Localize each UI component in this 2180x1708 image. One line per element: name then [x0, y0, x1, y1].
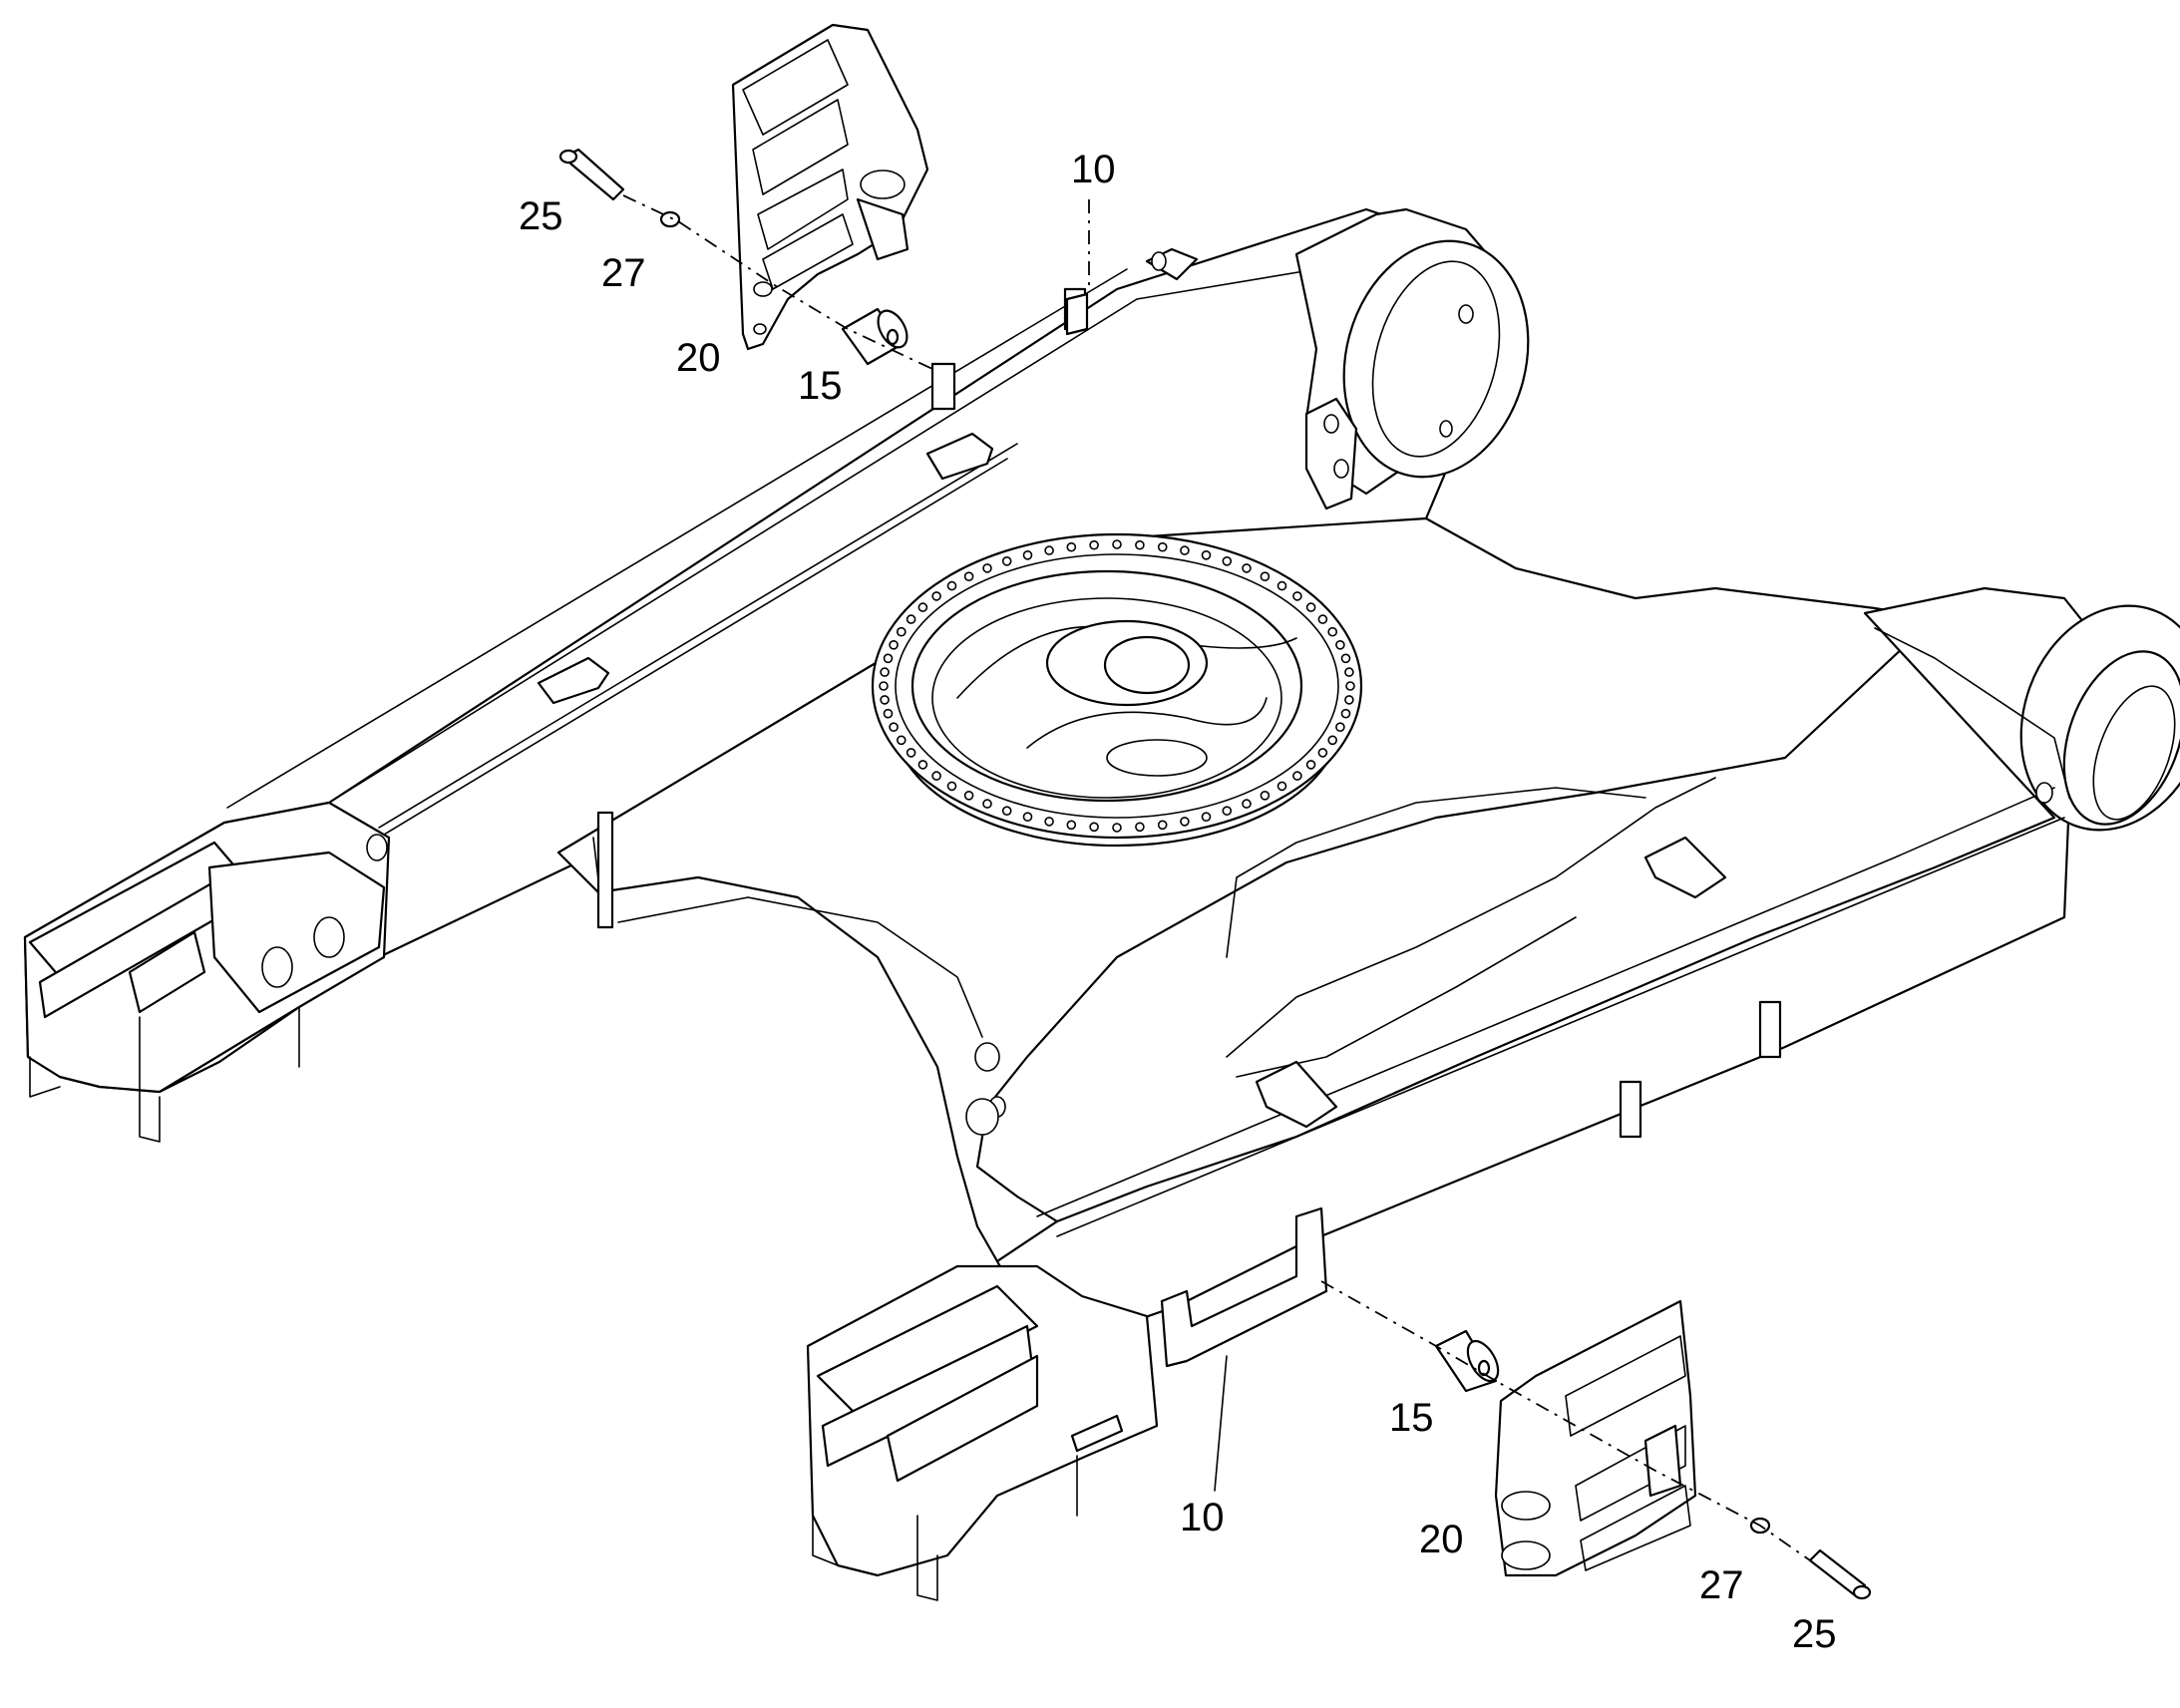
callout-10-top: 10: [1071, 148, 1116, 191]
callout-10-bottom: 10: [1180, 1496, 1225, 1539]
ring-bolt-hole: [896, 735, 907, 746]
ring-bolt-hole: [1066, 541, 1077, 552]
ring-bolt-hole: [1317, 614, 1328, 624]
ring-bolt-hole: [1305, 760, 1316, 770]
ring-bolt-hole: [1242, 563, 1252, 573]
ring-bolt-hole: [1317, 748, 1328, 758]
ring-bolt-hole: [1222, 806, 1233, 817]
callout-27-bottom: 27: [1699, 1563, 1744, 1607]
ring-bolt-hole: [1344, 667, 1354, 677]
callout-20-bottom: 20: [1419, 1518, 1464, 1561]
ring-bolt-hole: [1260, 571, 1271, 582]
ring-bolt-hole: [1180, 817, 1190, 827]
ring-bolt-hole: [1335, 722, 1345, 733]
ring-bolt-hole: [1112, 539, 1122, 549]
ring-bolt-hole: [1001, 555, 1012, 566]
callout-15-bottom: 15: [1389, 1396, 1434, 1440]
ring-bolt-hole: [883, 708, 894, 719]
ring-bolt-hole: [1276, 781, 1287, 792]
ring-bolt-hole: [1201, 549, 1212, 560]
washer-top: [659, 210, 681, 228]
ring-bolt-hole: [917, 760, 928, 770]
ring-bolt-hole: [1260, 790, 1271, 801]
ring-bolt-hole: [1066, 820, 1077, 831]
ring-bolt-hole: [1044, 545, 1054, 555]
ring-bolt-hole: [946, 781, 957, 792]
callout-15-top: 15: [798, 364, 843, 408]
undercarriage-frame: [23, 207, 2180, 1601]
ring-bolt-hole: [1135, 539, 1145, 550]
ring-bolt-hole: [931, 591, 941, 601]
ring-bolt-hole: [1335, 639, 1345, 650]
ring-bolt-hole: [1340, 653, 1351, 664]
ring-bolt-hole: [1292, 591, 1302, 601]
ring-bolt-hole: [1089, 539, 1099, 550]
ring-bolt-hole: [889, 639, 899, 650]
ring-bolt-hole: [1222, 555, 1233, 566]
ring-bolt-hole: [1001, 806, 1012, 817]
ring-bolt-hole: [1022, 549, 1033, 560]
ring-bolt-hole: [880, 695, 890, 705]
ring-bolt-hole: [931, 771, 941, 781]
ring-bolt-hole: [1305, 602, 1316, 612]
ring-bolt-hole: [1327, 626, 1337, 637]
ring-bolt-hole: [1340, 708, 1351, 719]
ring-bolt-hole: [1044, 817, 1054, 827]
ring-bolt-hole: [1292, 771, 1302, 781]
ring-bolt-hole: [917, 602, 928, 612]
ring-bolt-hole: [963, 571, 974, 582]
ring-bolt-hole: [1344, 695, 1354, 705]
ring-bolt-hole: [1112, 823, 1122, 833]
ring-bolt-hole: [880, 667, 890, 677]
ring-bolt-holes: [879, 539, 1355, 833]
callout-25-bottom: 25: [1792, 1612, 1837, 1656]
ring-bolt-hole: [896, 626, 907, 637]
callout-25-top: 25: [519, 194, 563, 238]
ring-bolt-hole: [906, 748, 916, 758]
bolt-bottom: [1808, 1548, 1867, 1597]
top-step-assembly: [558, 23, 1090, 370]
ring-bolt-hole: [1022, 812, 1033, 823]
callout-20-top: 20: [676, 336, 721, 380]
ring-bolt-hole: [906, 614, 916, 624]
ring-bolt-hole: [1327, 735, 1337, 746]
ring-bolt-hole: [982, 799, 992, 809]
ring-bolt-hole: [879, 681, 889, 691]
swing-bearing-ring: [871, 532, 1363, 848]
ring-bolt-hole: [1089, 822, 1099, 833]
ring-bolt-hole: [1180, 545, 1190, 555]
ring-bolt-hole: [946, 580, 957, 591]
ring-bolt-hole: [1157, 541, 1168, 552]
ring-bolt-hole: [1135, 822, 1145, 833]
ring-bolt-hole: [1345, 681, 1355, 691]
bottom-step-assembly: [1320, 1280, 1872, 1600]
ring-bolt-hole: [883, 653, 894, 664]
ring-bolt-hole: [1201, 812, 1212, 823]
ring-bolt-hole: [1242, 799, 1252, 809]
ring-bolt-hole: [963, 790, 974, 801]
callout-labels: 25 27 20 15 10 10 15 20 27 25: [519, 148, 1837, 1656]
callout-27-top: 27: [601, 251, 646, 295]
ring-bolt-hole: [1157, 820, 1168, 831]
ring-bolt-hole: [982, 563, 992, 573]
ring-bolt-hole: [889, 722, 899, 733]
lower-mount-bracket: [1160, 1206, 1328, 1368]
ring-bolt-hole: [1276, 580, 1287, 591]
